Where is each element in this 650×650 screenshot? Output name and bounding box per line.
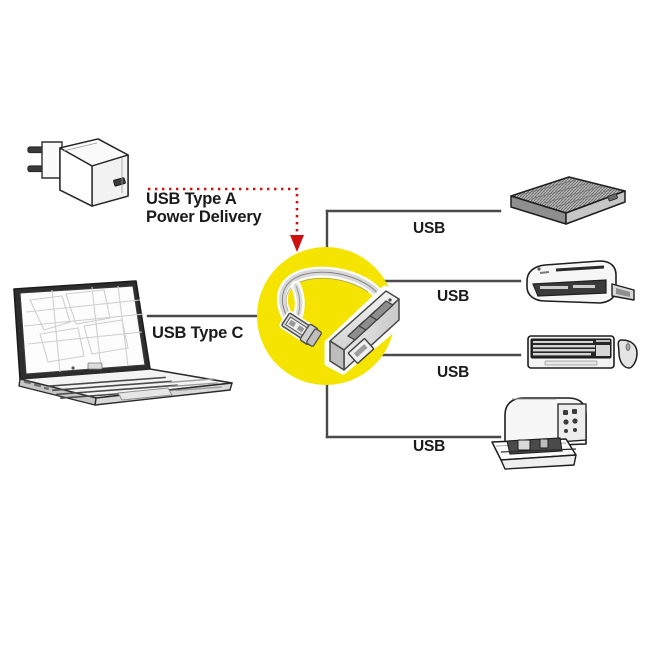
label-usb-type-c: USB Type C	[152, 324, 244, 342]
external-hard-drive-illustration	[510, 176, 626, 225]
label-power-delivery-line2: Power Delivery	[146, 208, 262, 227]
label-usb-keyboard-mouse: USB	[437, 364, 470, 381]
card-reader-illustration	[526, 260, 635, 304]
printer-illustration	[491, 397, 587, 470]
label-usb-type-a-line1: USB Type A	[146, 190, 237, 208]
label-usb-type-a-power-delivery: USB Type A Power Delivery	[146, 190, 262, 227]
hdd-port	[607, 193, 618, 202]
label-usb-hard-drive: USB	[413, 220, 446, 237]
power-delivery-path	[148, 187, 304, 252]
power-arrow-head	[290, 235, 304, 252]
keyboard-mouse-illustration	[527, 335, 638, 369]
laptop-illustration	[13, 280, 233, 406]
usb-hub-illustration	[276, 266, 404, 375]
label-usb-printer: USB	[413, 438, 446, 455]
label-usb-card-reader: USB	[437, 288, 470, 305]
power-adapter-illustration	[27, 138, 129, 207]
hub-port-3	[368, 300, 395, 321]
